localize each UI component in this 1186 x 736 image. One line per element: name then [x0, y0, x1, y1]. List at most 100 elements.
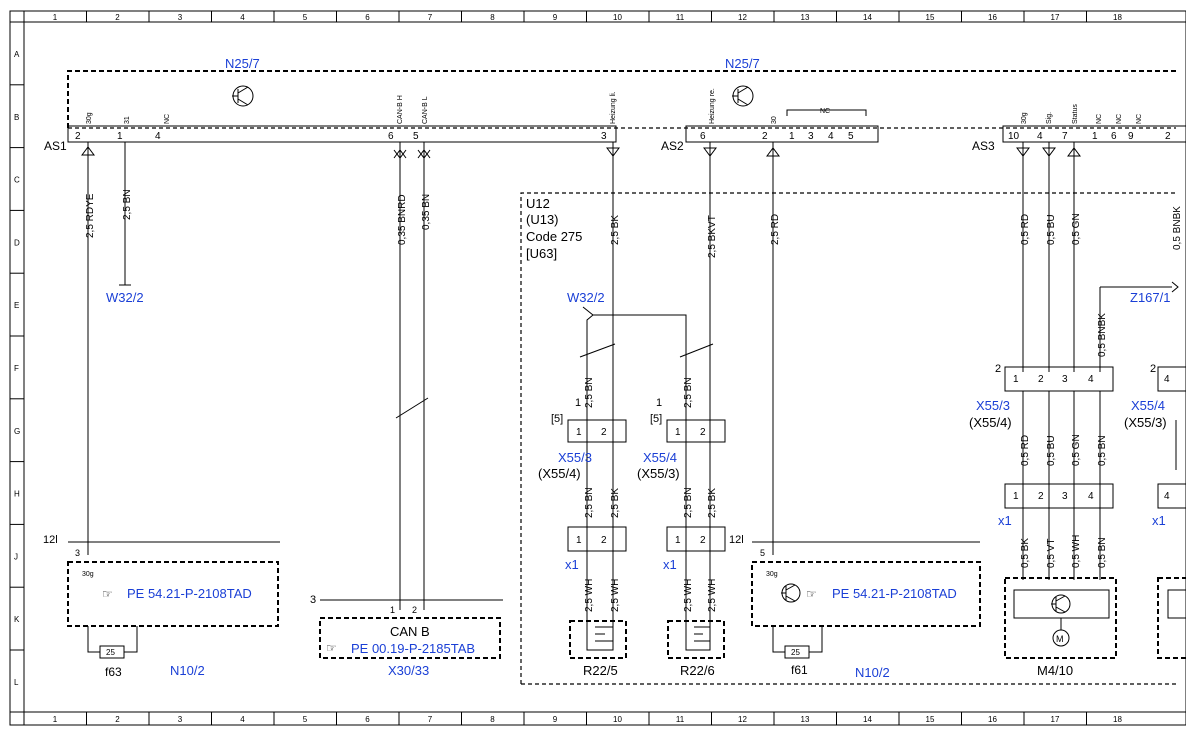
x55-3-motor-alt-label: (X55/3) [1124, 415, 1167, 430]
as2-pin-num: 1 [789, 131, 795, 142]
pin-label: 2 [601, 427, 607, 438]
heater-r22-5: R22/5 [569, 620, 627, 678]
u12-label: [U63] [526, 246, 557, 261]
pin-label: [5] [551, 413, 563, 425]
pin-label: 2 [1038, 374, 1044, 385]
column-number: 4 [240, 13, 245, 22]
fuse-f61-label: f61 [791, 663, 808, 677]
column-number: 10 [613, 13, 622, 22]
pin-label: 1 [575, 397, 581, 409]
as1-pin-name: CAN-B L [422, 96, 429, 124]
r22-6-label: R22/6 [680, 663, 715, 678]
row-letter: C [14, 176, 20, 185]
pin-label: 3 [310, 594, 316, 606]
fuse-f63-label: f63 [105, 665, 122, 679]
pin-label: 1 [675, 427, 681, 438]
row-letter: K [14, 615, 20, 624]
pin-label: 5 [760, 548, 765, 558]
column-number: 8 [490, 715, 495, 724]
wire-label: 2,5 RDYE [85, 193, 96, 238]
row-letter: L [14, 678, 19, 687]
wire-label: 2,5 BK [610, 488, 621, 518]
pin-direction-arrows [81, 146, 1081, 159]
x55-4-label: X55/4 [643, 450, 677, 465]
pin-label: 1 [675, 535, 681, 546]
u12-label: (U13) [526, 212, 559, 227]
r22-5-label: R22/5 [583, 663, 618, 678]
motor-icon: M [1056, 634, 1064, 644]
row-letter: F [14, 364, 19, 373]
pin-label: 1 [390, 605, 395, 615]
as3-pin-num: 10 [1008, 131, 1020, 142]
column-number: 7 [428, 13, 433, 22]
column-number: 5 [303, 13, 308, 22]
as2-pin-num: 5 [848, 131, 854, 142]
wire-label: 2,5 RD [770, 214, 781, 245]
wire-label: 2,5 BKVT [707, 215, 718, 258]
as3-pin-name: NC [1116, 114, 1123, 124]
wire-label: 0,5 BN [1097, 435, 1108, 466]
wire-label: 2,5 BN [683, 487, 694, 518]
wire-label: 0,35 BN [421, 194, 432, 230]
n25-module-outline [67, 70, 1176, 128]
as2-pin-name: 30 [771, 116, 778, 124]
column-number: 1 [53, 715, 58, 724]
x55-3-alt-label: (X55/3) [637, 466, 680, 481]
row-letter: E [14, 301, 19, 310]
connector-x55-3-motor: 2 1 2 3 4 X55/3 (X55/4) [969, 363, 1114, 430]
x1-label: x1 [1152, 513, 1166, 528]
as3-pin-num: 4 [1037, 131, 1043, 142]
w32-left-label: W32/2 [106, 290, 144, 305]
row-letter: J [14, 552, 18, 561]
pin-label: 1 [576, 535, 582, 546]
m4-10-label: M4/10 [1037, 663, 1073, 678]
wire-label: 2,5 BN [584, 377, 595, 408]
connector-as3: AS3 10 4 7 1 6 9 2 30g Sig. Status NC NC… [972, 104, 1186, 153]
x55-4-motor-alt-label: (X55/4) [969, 415, 1012, 430]
transistor-icon [781, 583, 801, 603]
column-number: 3 [178, 13, 183, 22]
pin-label: 2 [700, 535, 706, 546]
as1-label: AS1 [44, 139, 67, 153]
x1-connector [666, 526, 726, 552]
column-number: 13 [801, 715, 810, 724]
column-number: 15 [926, 715, 935, 724]
column-number: 18 [1113, 13, 1122, 22]
z167-1-label: Z167/1 [1130, 290, 1170, 305]
pin-label: 2 [700, 427, 706, 438]
column-number: 11 [676, 715, 685, 724]
wire-label: 0,5 WH [1071, 535, 1082, 568]
hand-pointer-icon: ☞ [806, 587, 817, 601]
wire-label: 2,5 WH [584, 579, 595, 612]
x1-label: x1 [998, 513, 1012, 528]
wire-label: 2,5 WH [610, 579, 621, 612]
as2-pin-num: 6 [700, 131, 706, 142]
column-number: 6 [365, 715, 370, 724]
wire-label: 2,5 BN [584, 487, 595, 518]
wire-label: 0,5 VT [1046, 539, 1057, 568]
connector-as2: AS2 6 2 1 3 4 5 Heizung re. 30 NC [661, 88, 879, 153]
column-number: 2 [115, 715, 120, 724]
pin-label: 4 [1088, 374, 1094, 385]
sheet-frame [9, 10, 1186, 726]
as1-pin-name: Heizung li. [610, 91, 617, 124]
u12-label: U12 [526, 196, 550, 211]
wire-label: 2,5 BN [122, 189, 133, 220]
pin-label: 2 [1038, 491, 1044, 502]
row-letter: B [14, 113, 19, 122]
column-number: 11 [676, 13, 685, 22]
twisted-pair-mark [395, 397, 429, 419]
as1-pin-num: 2 [75, 131, 81, 142]
pe-reference-right: PE 54.21-P-2108TAD [832, 586, 957, 601]
as3-pin-name: 30g [1021, 112, 1028, 124]
pin-label: 4 [1088, 491, 1094, 502]
w32-mid-label: W32/2 [567, 290, 605, 305]
as1-pin-num: 4 [155, 131, 161, 142]
column-number: 10 [613, 715, 622, 724]
column-number: 12 [738, 715, 747, 724]
transistor-icon [732, 85, 754, 107]
heater-r22-6: R22/6 [667, 620, 725, 678]
